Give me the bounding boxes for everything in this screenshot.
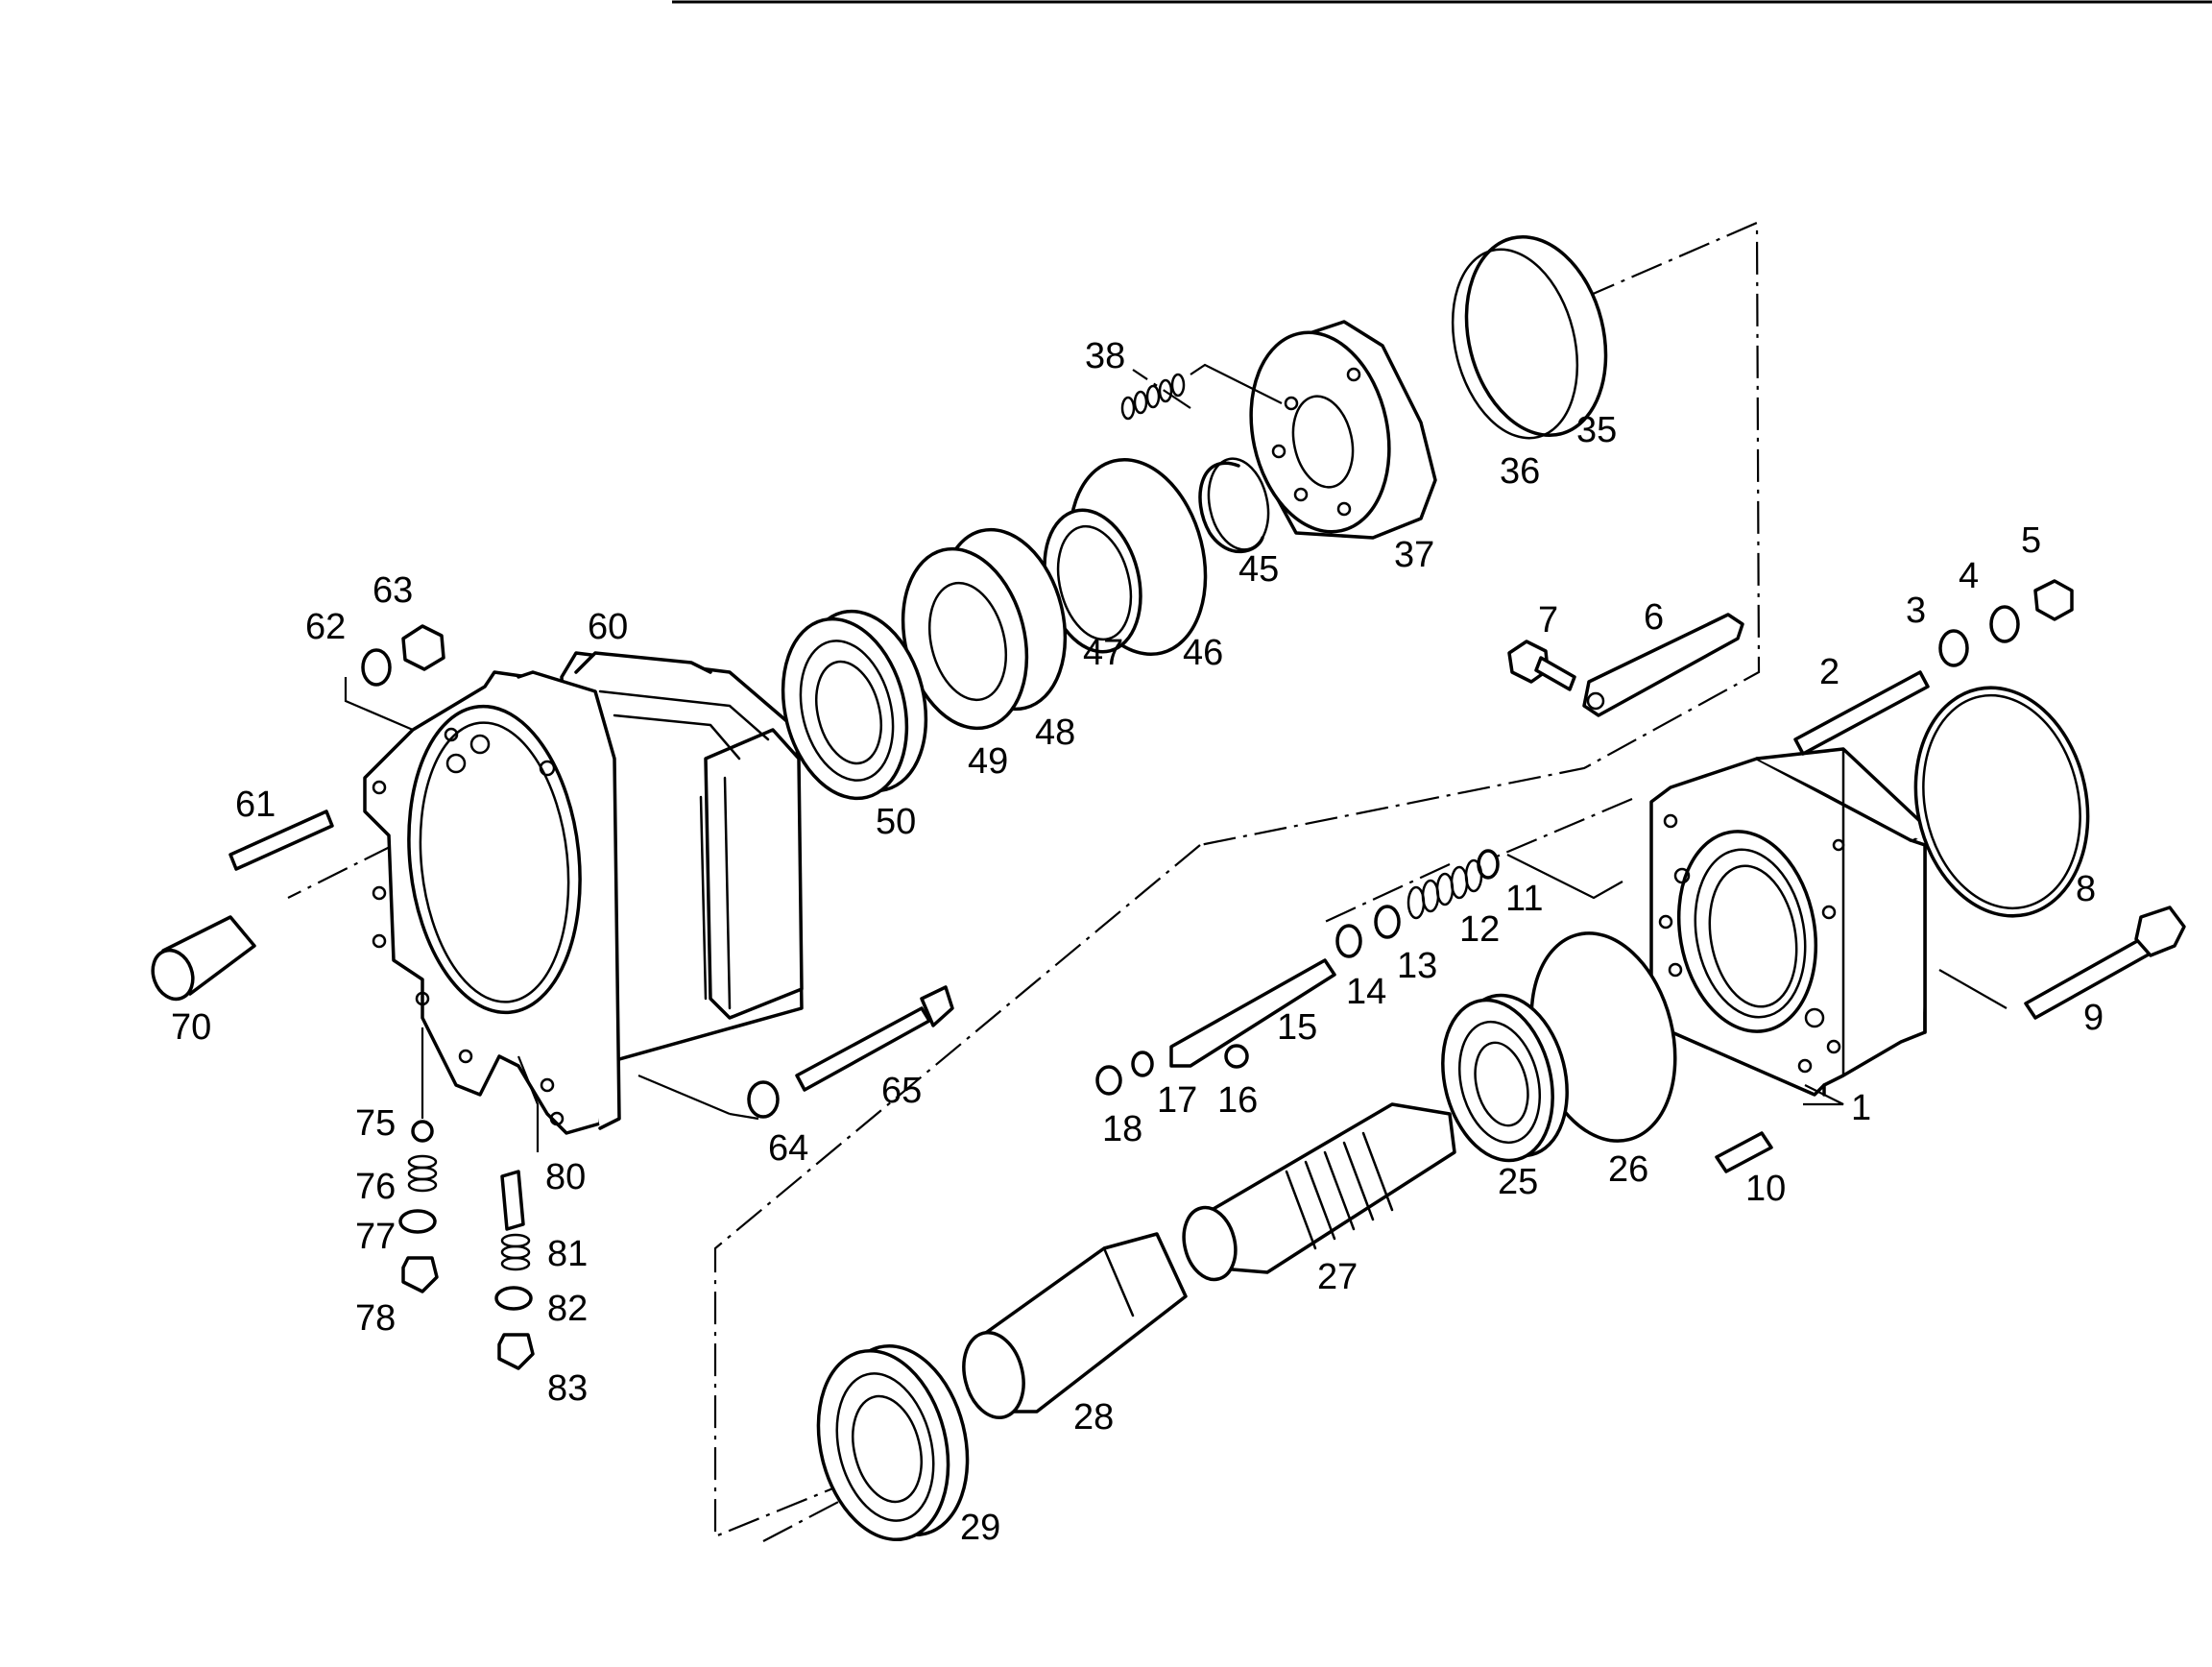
bolt-part-9 <box>2024 906 2186 1020</box>
part-label-29: 29 <box>960 1508 1000 1548</box>
plate-part-6-hole <box>1586 691 1605 711</box>
seal-part-47-inner <box>1056 524 1133 641</box>
spring-part-38 <box>1120 373 1186 421</box>
ring-part-13 <box>1374 905 1401 939</box>
part-label-50: 50 <box>876 802 916 842</box>
part-label-47: 47 <box>1083 633 1123 673</box>
part-label-7: 7 <box>1538 600 1558 640</box>
sleeve-part-27 <box>1182 1102 1456 1282</box>
nut-part-63 <box>401 624 445 671</box>
part-label-83: 83 <box>547 1368 588 1409</box>
part-label-82: 82 <box>547 1289 588 1329</box>
part-label-45: 45 <box>1238 549 1279 590</box>
spring-part-12 <box>1407 858 1483 920</box>
part-label-76: 76 <box>355 1167 396 1207</box>
part-label-3: 3 <box>1906 591 1926 631</box>
housing-part-60 <box>363 651 804 1135</box>
washer-part-77 <box>398 1209 437 1234</box>
part-label-18: 18 <box>1102 1109 1142 1149</box>
part-label-4: 4 <box>1959 556 1979 596</box>
leader-lines <box>344 363 2008 1152</box>
bearing-part-29 <box>816 1343 970 1542</box>
ring-part-18 <box>1095 1065 1122 1096</box>
ring-part-17 <box>1131 1051 1154 1077</box>
part-label-8: 8 <box>2076 869 2096 909</box>
plug-part-83 <box>497 1333 535 1370</box>
part-label-28: 28 <box>1073 1397 1114 1437</box>
part-label-61: 61 <box>235 785 276 825</box>
spring-part-76 <box>407 1154 438 1193</box>
part-label-14: 14 <box>1346 972 1386 1012</box>
spool-part-15 <box>1169 958 1336 1068</box>
part-label-5: 5 <box>2021 520 2041 561</box>
part-label-11: 11 <box>1505 879 1543 919</box>
part-label-36: 36 <box>1500 451 1540 492</box>
part-label-75: 75 <box>355 1103 396 1144</box>
part-label-10: 10 <box>1745 1169 1786 1209</box>
washer-part-3 <box>1938 629 1969 667</box>
part-label-60: 60 <box>588 607 628 647</box>
bolt-part-65 <box>795 985 954 1092</box>
stud-part-2 <box>1793 670 1930 756</box>
part-label-26: 26 <box>1608 1149 1648 1190</box>
o-ring-part-8-inner <box>1922 693 2081 910</box>
shaft-part-28 <box>962 1232 1188 1420</box>
part-label-12: 12 <box>1459 909 1500 950</box>
spring-part-81 <box>500 1233 531 1271</box>
part-label-17: 17 <box>1157 1080 1197 1121</box>
part-label-77: 77 <box>355 1217 396 1257</box>
plug-part-78 <box>401 1256 439 1293</box>
ring-part-35 <box>1464 234 1608 438</box>
part-label-46: 46 <box>1183 633 1223 673</box>
ball-part-16 <box>1224 1044 1249 1069</box>
circlip-part-45-inner <box>1207 457 1270 551</box>
part-label-15: 15 <box>1277 1007 1317 1048</box>
pin-part-10 <box>1715 1131 1773 1173</box>
part-label-6: 6 <box>1644 597 1664 638</box>
bearing-part-50 <box>781 609 928 801</box>
part-label-70: 70 <box>171 1007 211 1048</box>
ball-part-75 <box>411 1120 434 1143</box>
part-label-62: 62 <box>305 607 346 647</box>
nut-part-5 <box>2033 579 2074 621</box>
pin-part-80 <box>500 1170 525 1231</box>
ring-part-36 <box>1451 248 1579 440</box>
part-label-1: 1 <box>1851 1088 1871 1128</box>
part-label-63: 63 <box>373 570 413 611</box>
part-label-13: 13 <box>1397 946 1437 986</box>
bolt-part-7 <box>1507 640 1576 691</box>
part-label-9: 9 <box>2083 998 2104 1038</box>
part-label-35: 35 <box>1576 410 1617 450</box>
part-label-81: 81 <box>547 1234 588 1274</box>
bushing-part-70 <box>151 915 256 1002</box>
part-label-38: 38 <box>1085 336 1125 376</box>
part-label-2: 2 <box>1819 652 1839 692</box>
washer-part-4 <box>1989 605 2020 643</box>
part-label-48: 48 <box>1035 713 1075 753</box>
part-label-16: 16 <box>1217 1080 1258 1121</box>
o-ring-part-8 <box>1913 686 2090 918</box>
washer-part-64 <box>747 1080 780 1119</box>
part-label-80: 80 <box>545 1157 586 1197</box>
part-label-49: 49 <box>968 741 1008 782</box>
part-label-25: 25 <box>1498 1162 1538 1202</box>
ring-part-14 <box>1335 924 1362 958</box>
part-label-64: 64 <box>768 1128 808 1169</box>
washer-part-62 <box>361 648 392 687</box>
washer-part-82 <box>494 1286 533 1311</box>
piston-part-37 <box>1249 320 1437 540</box>
housing-part-1 <box>1649 747 1932 1097</box>
plate-part-6 <box>1582 613 1744 717</box>
part-label-27: 27 <box>1317 1257 1358 1297</box>
part-label-65: 65 <box>881 1071 922 1111</box>
part-label-78: 78 <box>355 1298 396 1339</box>
bearing-part-25 <box>1441 993 1569 1163</box>
stud-part-61 <box>228 809 334 871</box>
disc-part-49-inner <box>927 581 1008 702</box>
part-label-37: 37 <box>1394 535 1434 575</box>
